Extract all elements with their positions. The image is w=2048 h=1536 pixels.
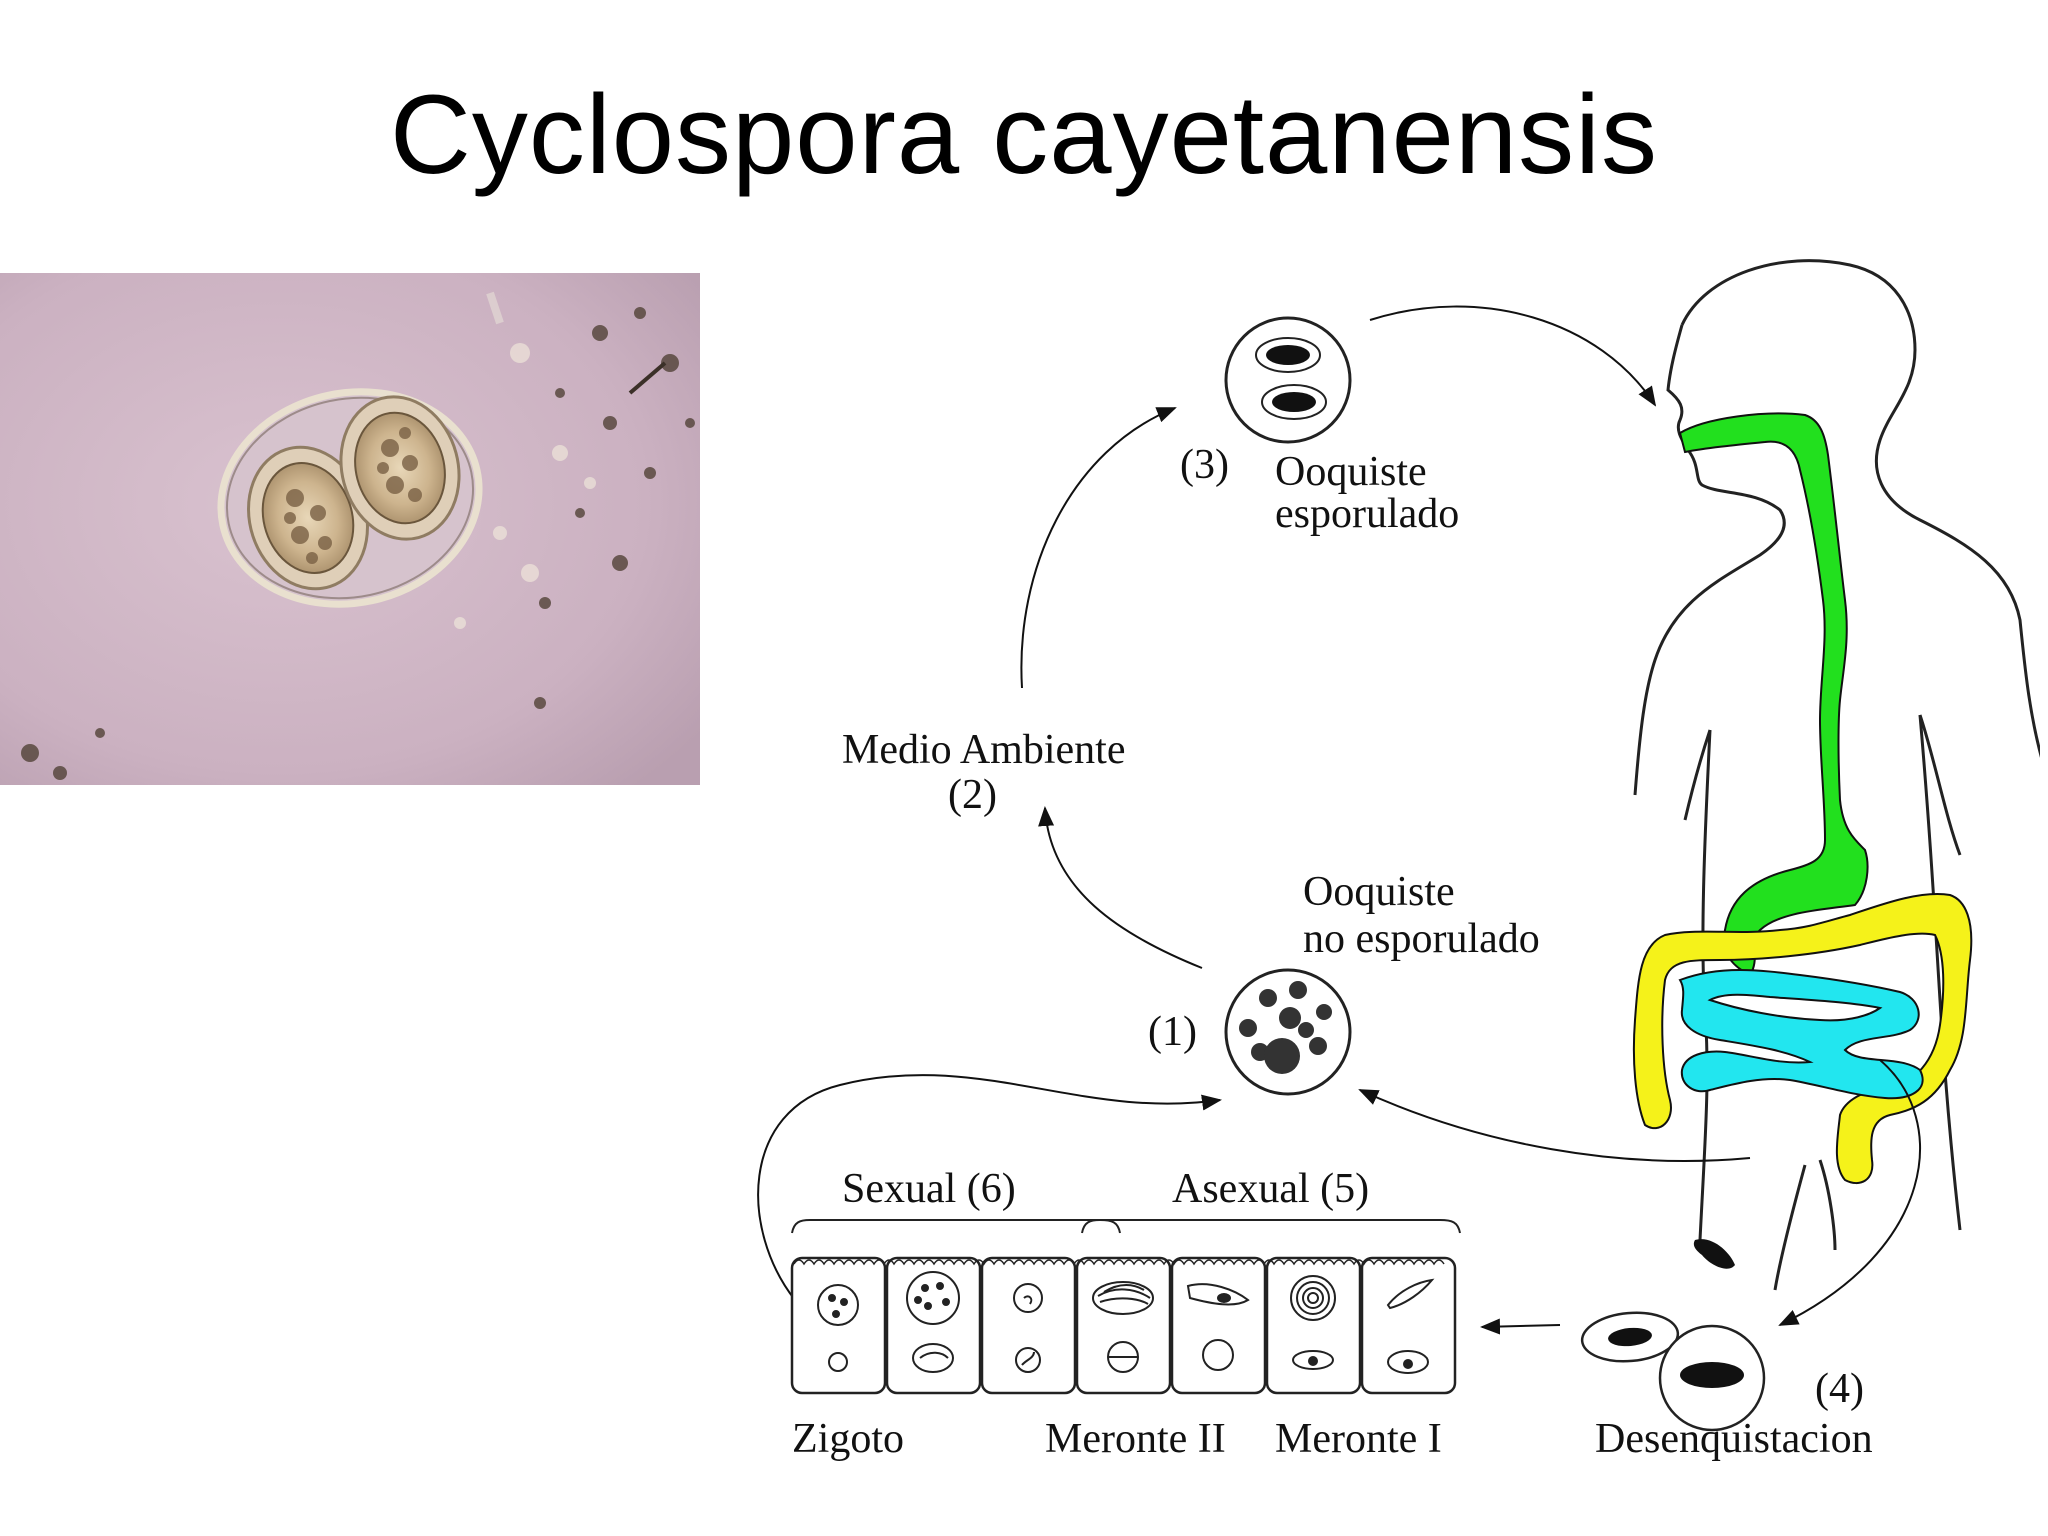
asexual-brace (1081, 1219, 1461, 1234)
stage2-number: (2) (948, 772, 997, 818)
stage3-number: (3) (1180, 442, 1229, 488)
excystation-icon (1580, 1239, 1766, 1432)
stage3-label-line2: esporulado (1275, 491, 1459, 537)
stage1-number: (1) (1148, 1009, 1197, 1055)
arrow-to-host (1369, 305, 1657, 407)
meronte1-label: Meronte I (1275, 1416, 1442, 1462)
arrow-sporozoites-to-cells (1480, 1318, 1561, 1335)
asexual-label: Asexual (5) (1172, 1166, 1369, 1212)
unsporulated-oocyst-icon (1224, 968, 1352, 1096)
epithelial-cells-row (790, 1256, 1457, 1395)
slide-title: Cyclospora cayetanensis (389, 72, 1659, 197)
stage4-number: (4) (1815, 1366, 1864, 1412)
arrow-to-excystation (1778, 1059, 1921, 1326)
zigoto-label: Zigoto (792, 1416, 904, 1462)
arrow-zygote-to-oocyst (757, 1074, 1222, 1301)
sexual-label: Sexual (6) (842, 1166, 1016, 1212)
arrow-excretion (1358, 1089, 1751, 1162)
desenquistacion-label: Desenquistacion (1595, 1416, 1873, 1462)
esophagus-stomach-shape (1678, 412, 1869, 977)
micrograph-oocysts-image (0, 273, 700, 785)
stage1-label-line1: Ooquiste (1303, 869, 1455, 915)
cell-contents (817, 1271, 1435, 1374)
stage3-label-line1: Ooquiste (1275, 449, 1427, 495)
sexual-brace (791, 1219, 1121, 1234)
arrow-unsporulated-to-environment (1038, 806, 1203, 969)
stage1-label-line2: no esporulado (1303, 916, 1540, 962)
microvilli-border (793, 1259, 1445, 1266)
large-intestine-shape (1632, 893, 1973, 1185)
meronte2-label: Meronte II (1045, 1416, 1226, 1462)
arrow-environment-to-sporulated (1020, 407, 1177, 689)
stage2-label: Medio Ambiente (842, 727, 1125, 773)
small-intestine-shape (1678, 969, 1924, 1100)
life-cycle-diagram: (3) Ooquiste esporulado Medio Ambiente (… (757, 259, 2040, 1462)
sporulated-oocyst-icon (1224, 316, 1352, 444)
